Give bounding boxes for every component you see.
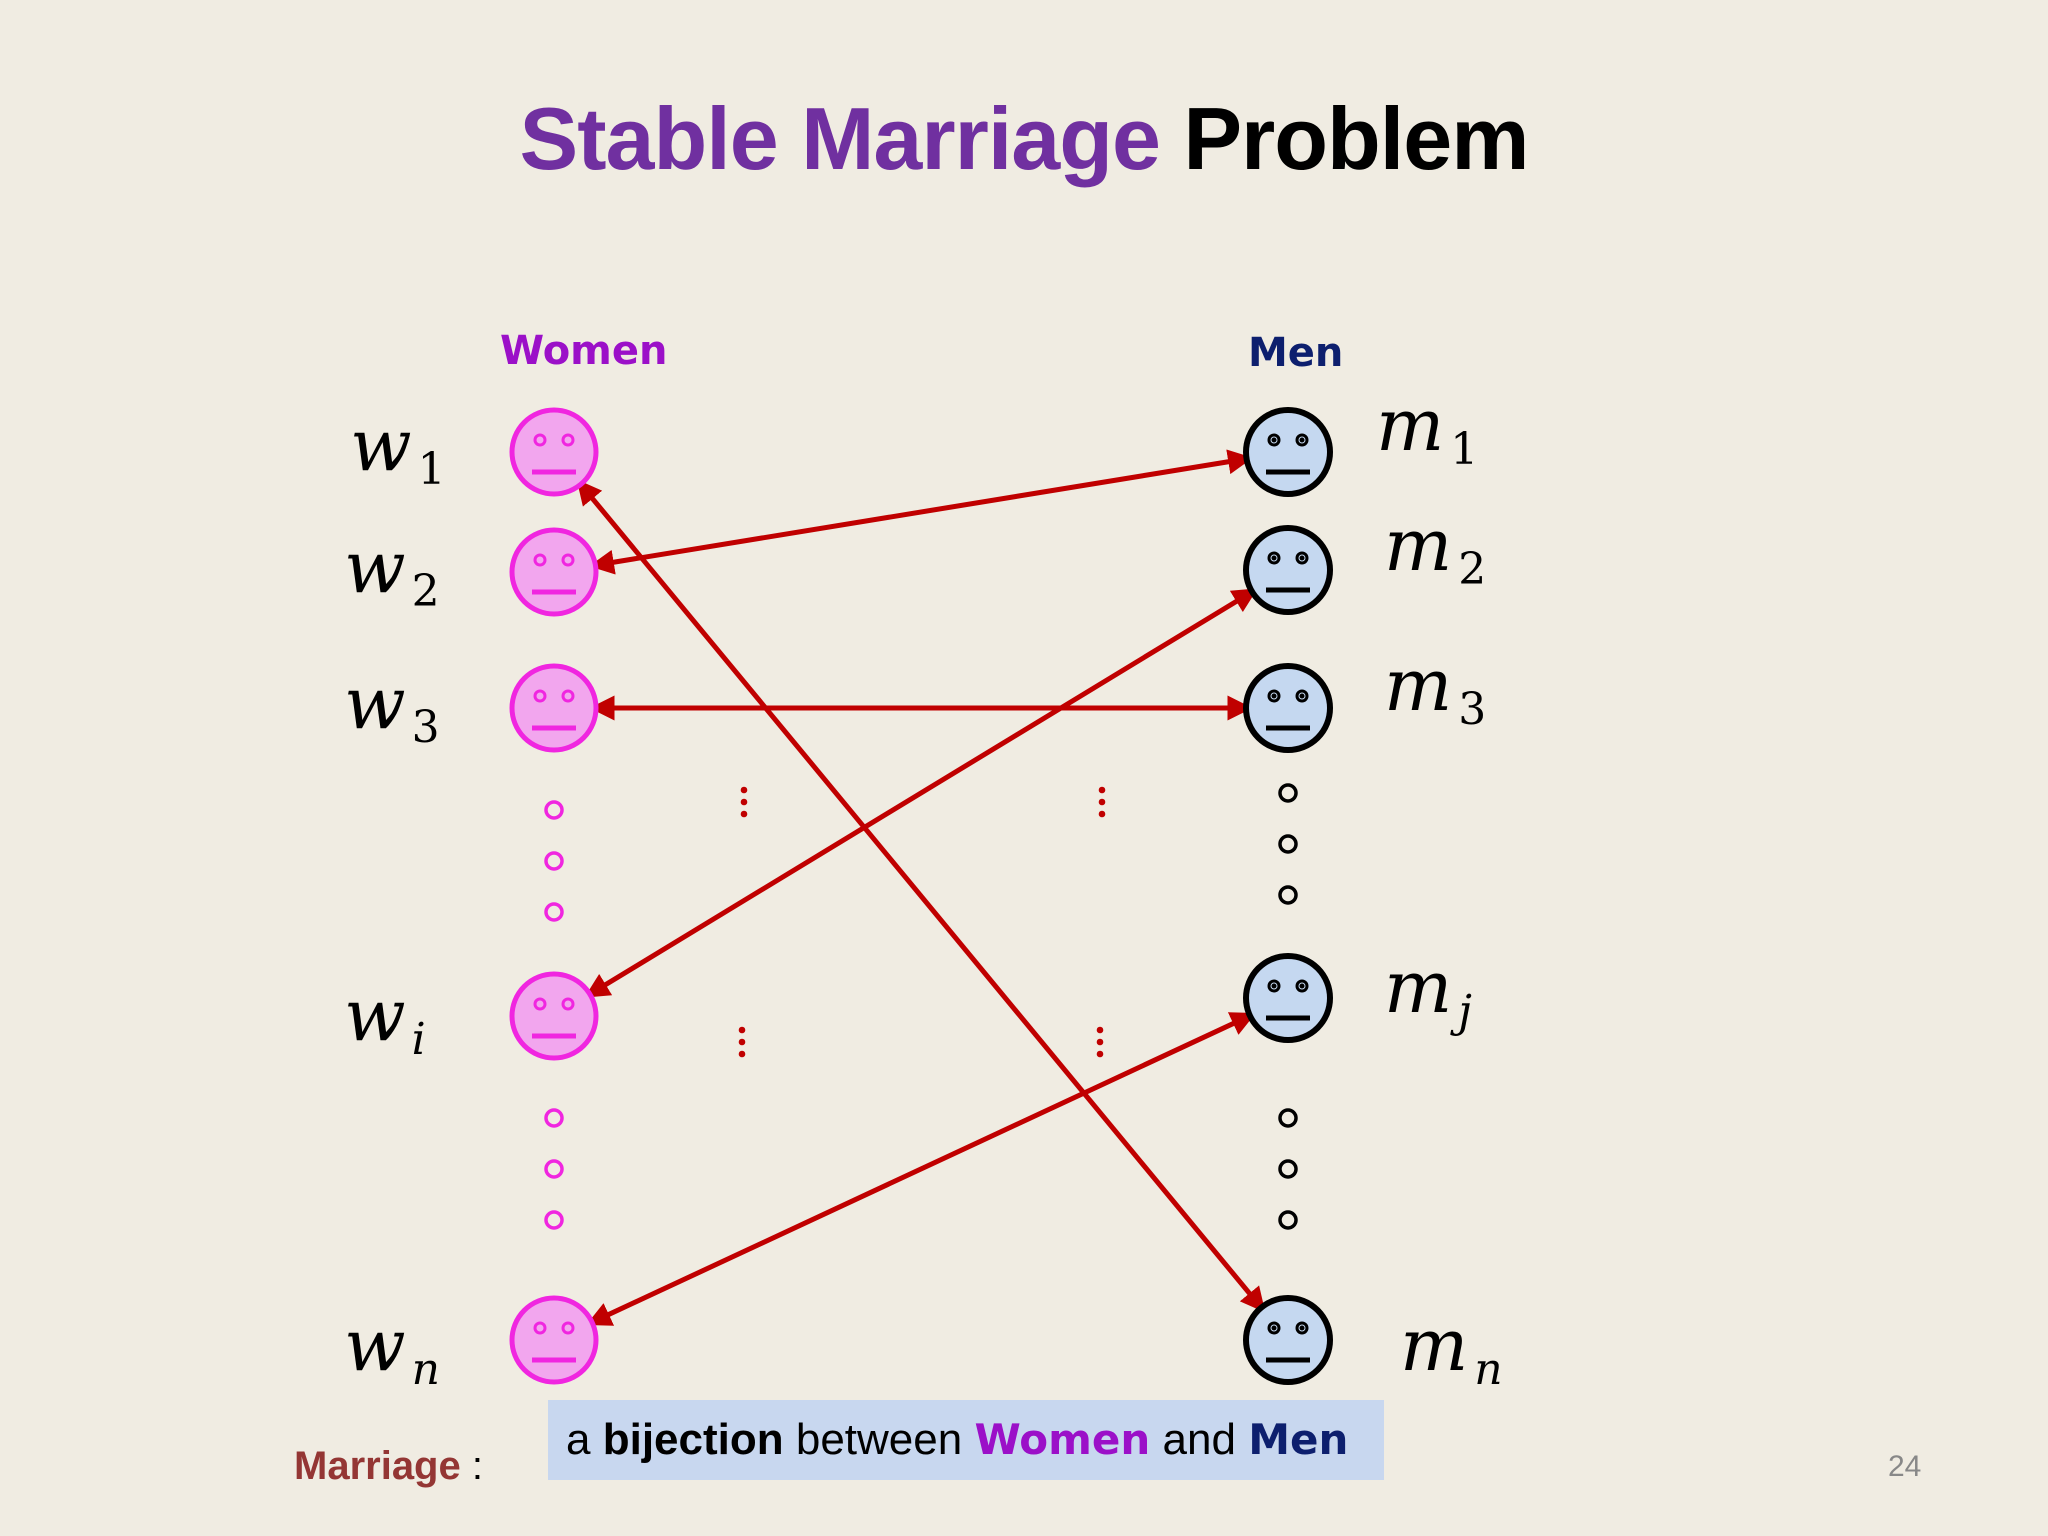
edge-ellipsis-dot [1096,1038,1104,1046]
definition-box: a bijection between Women and Men [548,1400,1384,1480]
page-number: 24 [1888,1450,1922,1483]
women-nodes [509,407,599,1385]
ellipsis-dot [1278,1159,1298,1179]
marriage-word: Marriage [294,1444,461,1488]
marriage-colon: : [471,1444,483,1488]
def-bijection: bijection [602,1415,784,1464]
woman-face-icon [509,971,599,1061]
ellipsis-dot [1278,783,1298,803]
def-a: a [566,1415,591,1464]
def-between: between [795,1415,963,1464]
ellipsis-dot [544,800,564,820]
edge-ellipsis-dot [738,1038,746,1046]
woman-face-icon [509,407,599,497]
def-women: Women [974,1415,1151,1464]
edge-ellipsis-dot [740,786,748,794]
ellipsis-dot [544,1159,564,1179]
edge-ellipsis-dot [1098,786,1106,794]
edge-ellipsis-dot [740,798,748,806]
woman-face-icon [509,1295,599,1385]
women-header: Women [500,328,668,374]
title-rest: Problem [1183,89,1529,188]
title-highlight: Stable Marriage [519,89,1161,188]
matching-edges [576,449,1266,1327]
man-face-icon [1243,663,1333,753]
matching-edge [589,449,1253,575]
men-header: Men [1248,330,1344,376]
edge-ellipsis-dot [1096,1026,1104,1034]
ellipsis-dot [1278,834,1298,854]
edge-ellipsis-dot [740,810,748,818]
man-face-icon [1243,953,1333,1043]
def-and: and [1162,1415,1236,1464]
matching-edge [586,1011,1256,1327]
matching-edge [576,479,1266,1313]
edge-ellipsis-dot [738,1026,746,1034]
ellipsis-dot [544,1108,564,1128]
ellipsis-marks [544,783,1298,1230]
ellipsis-dot [1278,885,1298,905]
ellipsis-dot [544,1210,564,1230]
ellipsis-dot [1278,1108,1298,1128]
ellipsis-dot [1278,1210,1298,1230]
edge-ellipsis-dot [1098,810,1106,818]
men-nodes [1243,407,1333,1385]
man-face-icon [1243,407,1333,497]
ellipsis-dot [544,851,564,871]
matching-edge [584,587,1258,999]
edge-ellipsis-dot [738,1050,746,1058]
man-face-icon [1243,525,1333,615]
ellipsis-dot [544,902,564,922]
man-face-icon [1243,1295,1333,1385]
marriage-label: Marriage : [294,1444,483,1489]
edge-ellipsis-dot [1096,1050,1104,1058]
slide-title: Stable Marriage Problem [0,88,2048,190]
woman-face-icon [509,663,599,753]
def-men: Men [1248,1415,1349,1464]
edge-ellipsis-dot [1098,798,1106,806]
woman-face-icon [509,527,599,617]
